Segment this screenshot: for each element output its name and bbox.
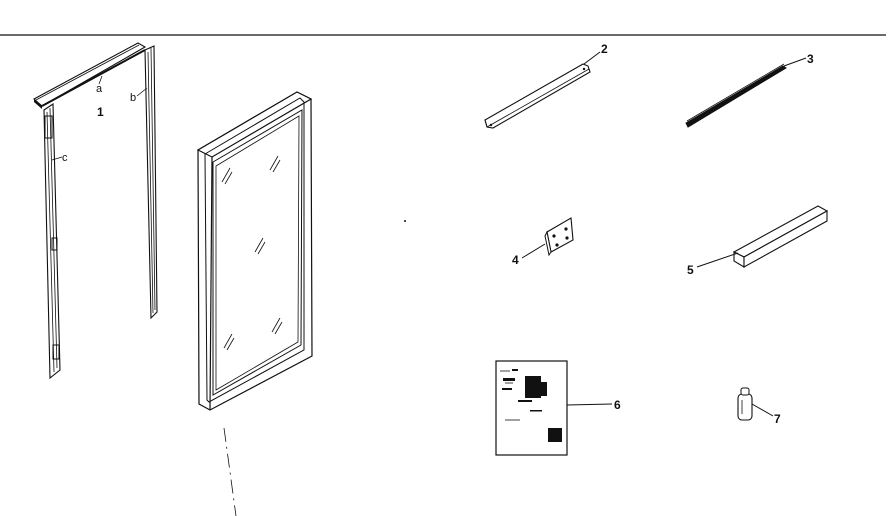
sublabel-b-leader — [136, 87, 148, 97]
part-3-thin-strip: 3 — [685, 52, 814, 128]
part-6-instruction-sheet: 6 — [495, 360, 621, 456]
glass-reflection-marks — [221, 155, 283, 351]
callout-5: 5 — [687, 263, 694, 277]
callout-4-leader — [521, 243, 546, 259]
callout-7: 7 — [774, 412, 781, 426]
part-7-bottle: 7 — [737, 387, 781, 426]
sublabel-b: b — [130, 92, 136, 104]
part-2-angle-strip: 2 — [484, 42, 608, 129]
sublabel-a-leader — [98, 75, 103, 85]
callout-6: 6 — [614, 398, 621, 412]
part-1a-top-rail — [33, 42, 147, 109]
callout-6-leader — [566, 403, 613, 406]
speck — [404, 220, 406, 222]
callout-4: 4 — [512, 253, 519, 267]
part-5-block: 5 — [687, 205, 829, 277]
alignment-line — [223, 427, 237, 516]
callout-3-leader — [783, 57, 807, 67]
callout-2: 2 — [601, 42, 608, 56]
callout-2-leader — [583, 51, 601, 65]
callout-1: 1 — [97, 105, 104, 119]
part-1c-left-jamb — [43, 102, 61, 380]
callout-7-leader — [751, 403, 774, 417]
part-1b-right-jamb — [144, 45, 158, 320]
part-1-frame-pieces: a b c 1 — [33, 42, 158, 380]
callout-5-leader — [696, 252, 739, 268]
sublabel-c: c — [62, 152, 68, 164]
callout-3: 3 — [807, 52, 814, 66]
sublabel-c-leader — [51, 156, 63, 161]
sublabel-a: a — [96, 83, 103, 95]
part-4-bracket: 4 — [512, 217, 574, 267]
glass-door-panel — [196, 91, 313, 516]
